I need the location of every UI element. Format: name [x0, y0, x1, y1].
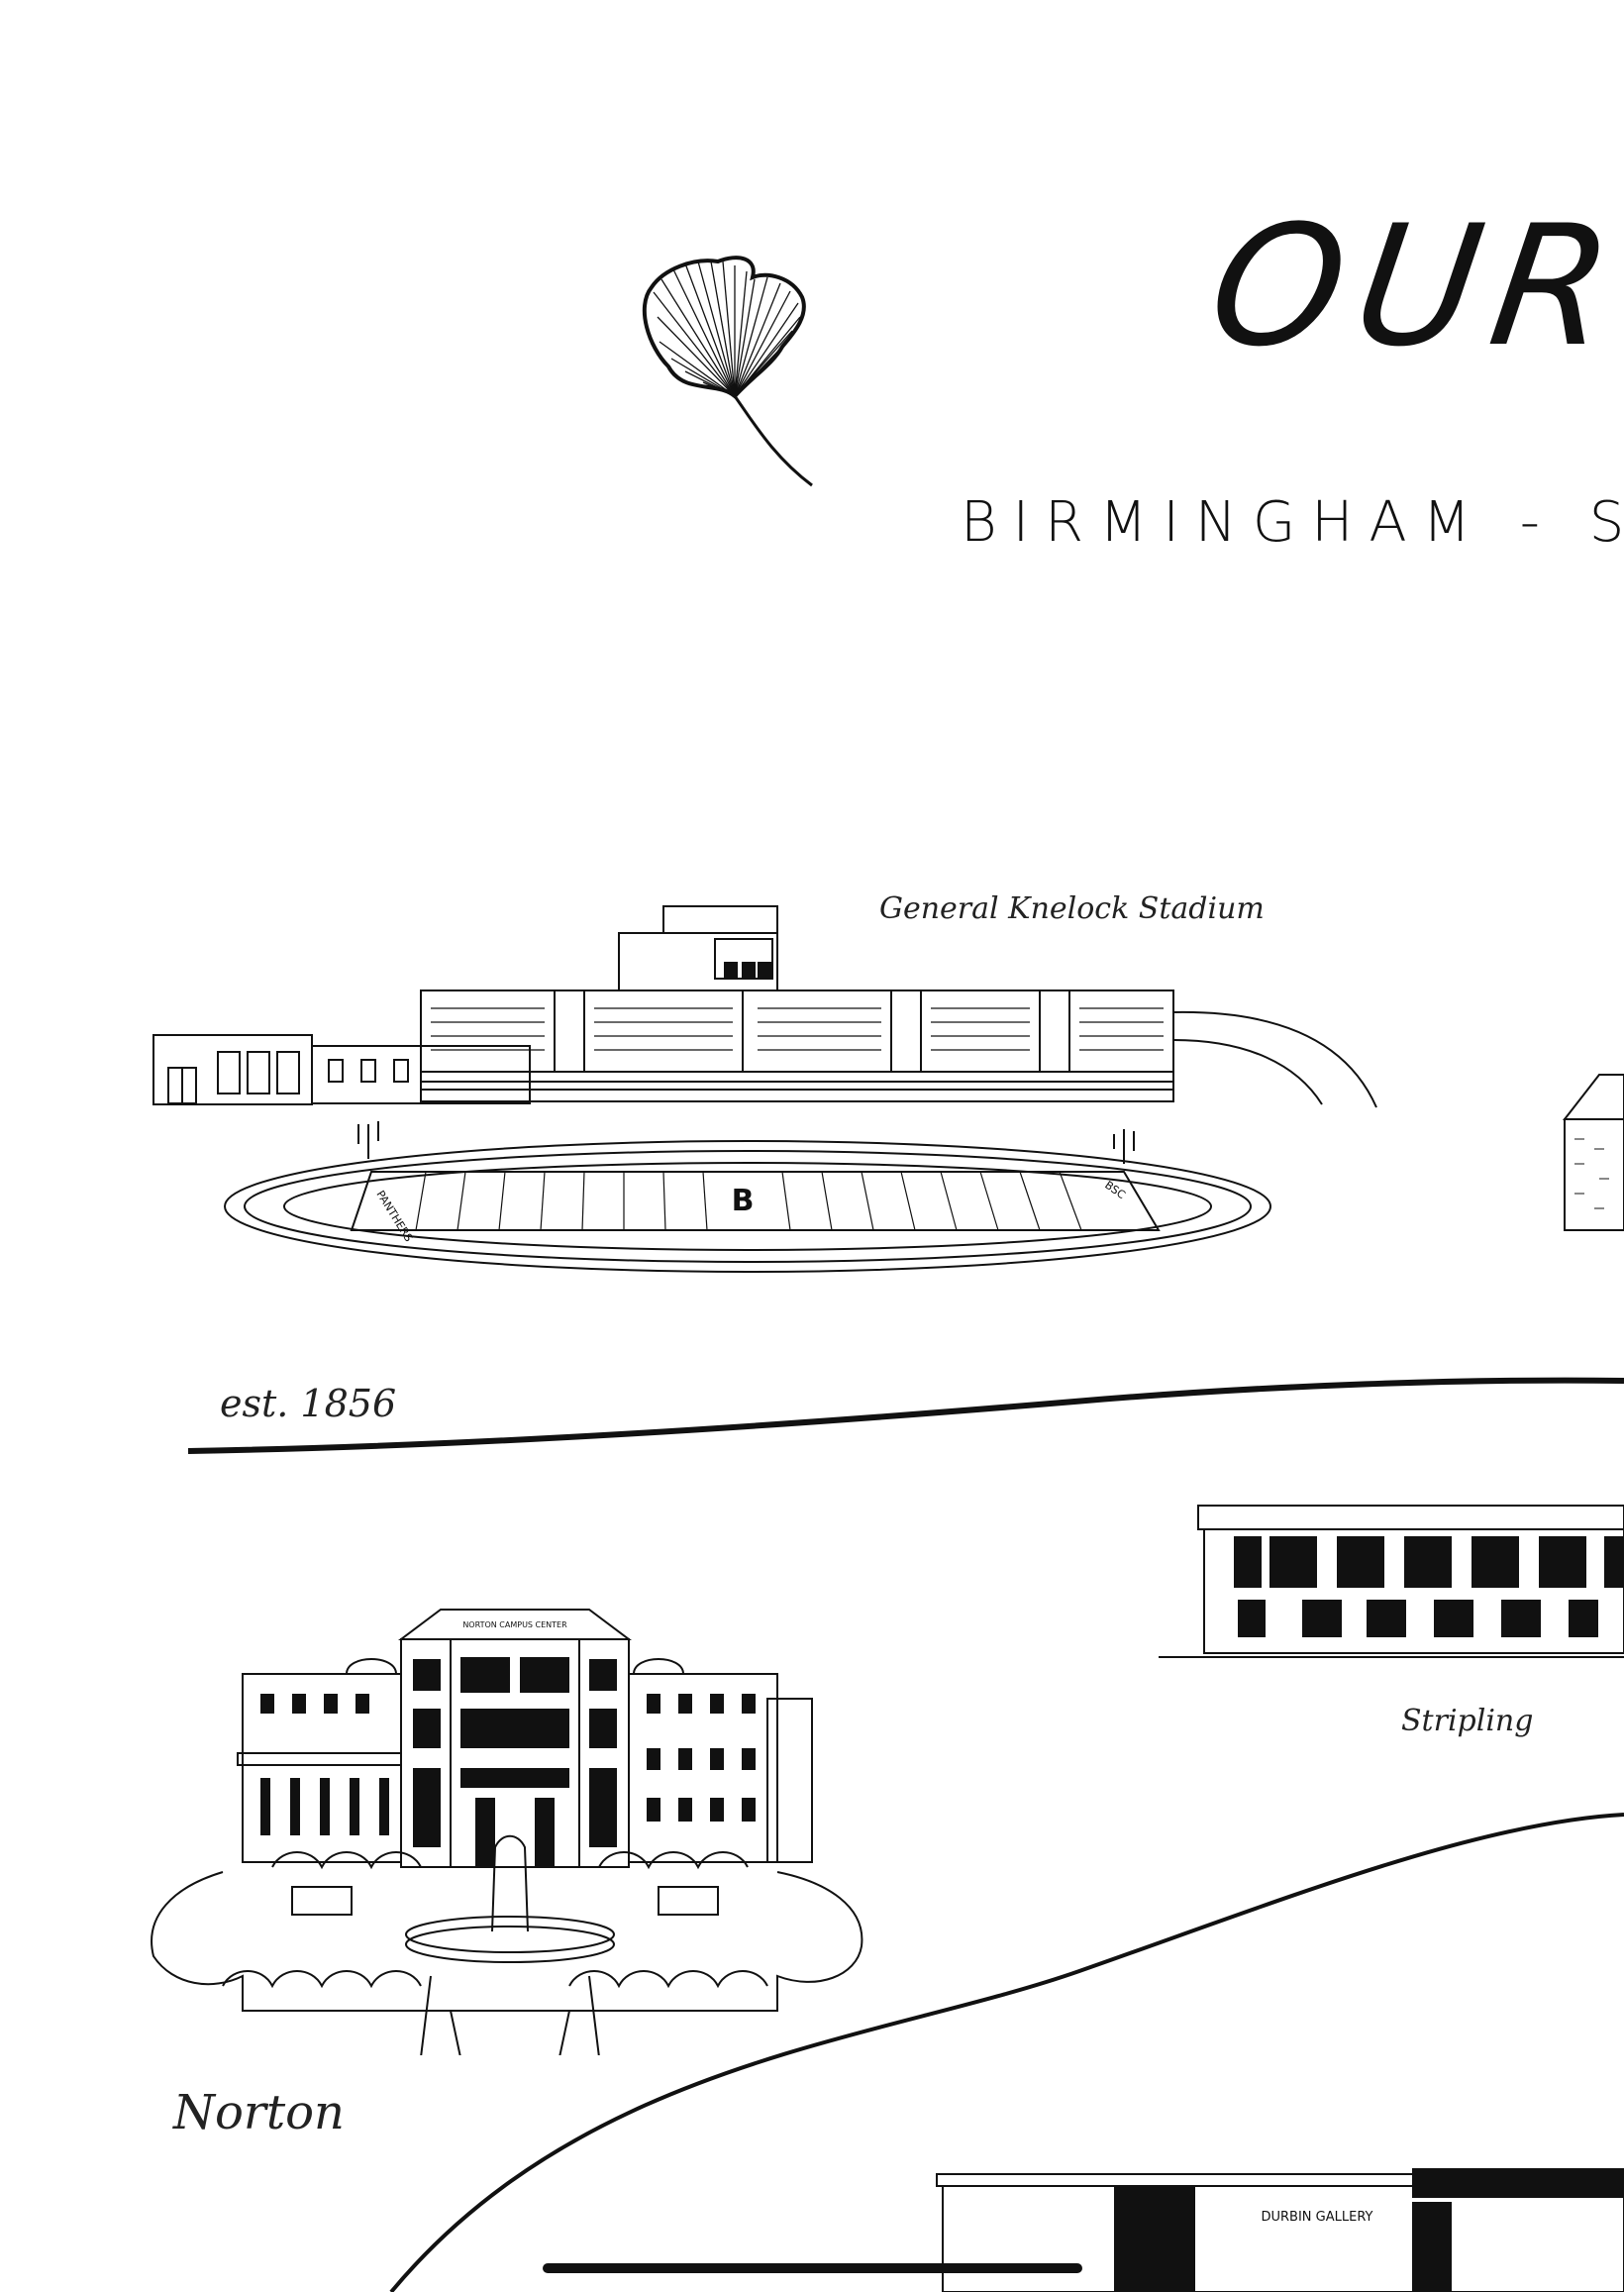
poster-subtitle: BIRMINGHAM - SC — [961, 490, 1624, 555]
partial-building-right — [1562, 1074, 1624, 1231]
field-left-text: PANTHERS — [373, 1189, 415, 1244]
field-center-logo: B — [732, 1184, 755, 1218]
stripling-building — [1159, 1505, 1624, 1658]
est-divider-line — [187, 1377, 1624, 1454]
norton-building-sign: NORTON CAMPUS CENTER — [462, 1620, 567, 1629]
norton-campus-center: NORTON CAMPUS CENTER — [151, 1609, 863, 2055]
poster-title: OUR — [1199, 189, 1624, 383]
durbin-gallery-building: DURBIN GALLERY — [936, 2168, 1624, 2292]
est-label: est. 1856 — [220, 1382, 397, 1425]
ginkgo-leaf-icon — [642, 256, 813, 487]
home-indicator[interactable] — [543, 2263, 1082, 2273]
stadium-illustration: B PANTHERS BSC — [152, 905, 1377, 1273]
durbin-gallery-sign: DURBIN GALLERY — [1262, 2210, 1373, 2225]
lower-divider-curve — [389, 1813, 1624, 2292]
stadium-label: General Knelock Stadium — [879, 891, 1265, 926]
norton-label: Norton — [173, 2085, 345, 2140]
stripling-label: Stripling — [1401, 1704, 1534, 1738]
